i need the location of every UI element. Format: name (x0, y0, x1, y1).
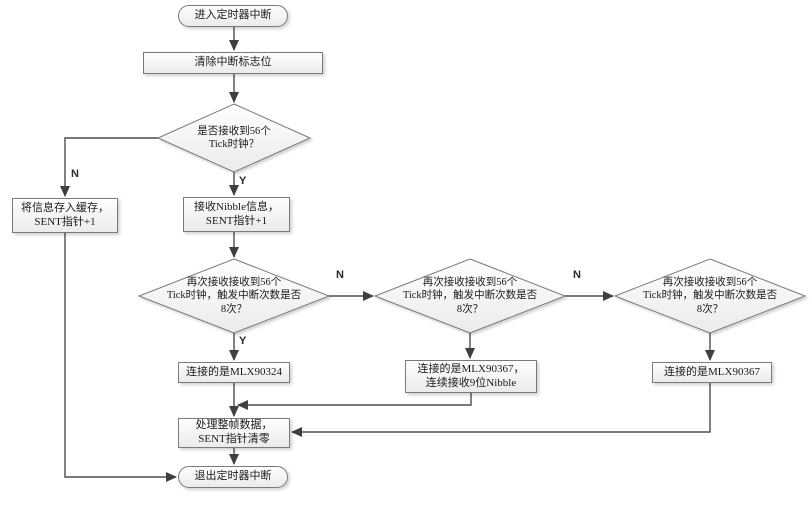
branch-label-no-1: N (71, 168, 79, 180)
decision-recheck-1-label: 再次接收接收到56个 Tick时钟，触发中断次数是否 8次？ (166, 277, 302, 315)
edge-mlx90367-to-process (291, 383, 711, 437)
decision-check-56-tick-label: 是否接收到56个 Tick时钟？ (197, 125, 271, 150)
start-terminal: 进入定时器中断 (178, 5, 288, 27)
decision-recheck-2-label: 再次接收接收到56个 Tick时钟，触发中断次数是否 8次？ (402, 277, 538, 315)
decision-recheck-3-label: 再次接收接收到56个 Tick时钟，触发中断次数是否 8次？ (642, 277, 778, 315)
store-buffer-box: 将信息存入缓存， SENT指针+1 (12, 198, 118, 233)
mlx90324-box: 连接的是MLX90324 (178, 362, 290, 383)
branch-label-no-2: N (336, 269, 344, 281)
mlx90367-nibble-box: 连接的是MLX90367， 连续接收9位Nibble (405, 360, 537, 393)
mlx90367-box: 连接的是MLX90367 (652, 362, 772, 383)
branch-label-no-3: N (573, 269, 581, 281)
clear-interrupt-flag-box: 清除中断标志位 (143, 52, 323, 74)
receive-nibble-box: 接收Nibble信息， SENT指针+1 (183, 197, 290, 232)
end-terminal: 退出定时器中断 (178, 466, 288, 488)
branch-label-yes-2: Y (239, 335, 247, 347)
edge-store-to-end (64, 233, 177, 482)
edge-check-no-to-store (60, 137, 158, 197)
branch-label-yes-1: Y (239, 175, 247, 187)
edge-mlx90367-nibble-to-process (237, 393, 472, 410)
process-frame-box: 处理整帧数据， SENT指针清零 (178, 418, 290, 448)
